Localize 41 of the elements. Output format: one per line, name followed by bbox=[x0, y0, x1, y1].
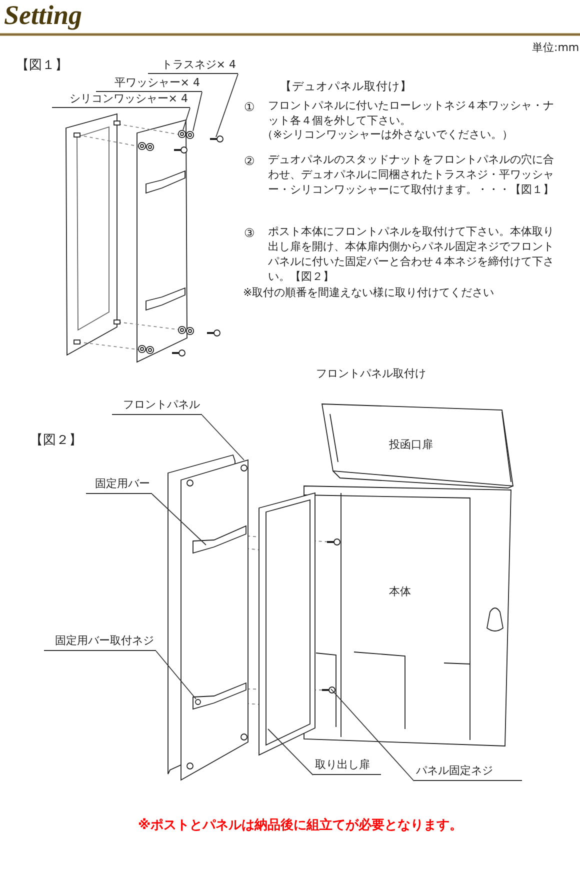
leader-line bbox=[156, 650, 196, 700]
instruction-text: フロントパネル取付け bbox=[316, 367, 426, 382]
washer-drawing bbox=[178, 130, 186, 138]
screw-drawing bbox=[322, 686, 336, 694]
leader-line bbox=[268, 728, 314, 776]
bracket-drawing bbox=[192, 525, 246, 554]
instruction-text: 【図１】 bbox=[16, 57, 68, 75]
leader-line bbox=[330, 688, 414, 782]
panel-drawing bbox=[180, 459, 248, 781]
part-label: シリコンワッシャー× 4 bbox=[52, 92, 190, 108]
instruction-text: ② bbox=[244, 153, 255, 170]
bracket-drawing bbox=[192, 682, 246, 710]
instruction-text: 【図２】 bbox=[30, 432, 82, 450]
instruction-text: ポスト本体にフロントパネルを取付けて下さい。本体取り出し扉を開け、本体扉内側からパネル固定ネジでフロントパネルに付いた固定バーと合わせ４本ネジを締付けて下さい。【図２】 bbox=[268, 225, 555, 284]
leader-line bbox=[216, 74, 238, 138]
leader-line bbox=[202, 414, 244, 460]
washer-drawing bbox=[186, 130, 194, 140]
instruction-text: ③ bbox=[244, 225, 255, 242]
part-label: 固定用バー取付ネジ bbox=[44, 634, 156, 651]
instruction-text: ※取付の順番を間違えない様に取り付けてください bbox=[243, 286, 496, 301]
instruction-text: 本体 bbox=[389, 585, 411, 600]
part-label: 固定用バー bbox=[86, 477, 152, 494]
warning-note: ※ポストとパネルは納品後に組立てが必要となります。 bbox=[138, 817, 463, 835]
instruction-text: 【デュオパネル取付け】 bbox=[280, 79, 412, 95]
instruction-text: デュオパネルのスタッドナットをフロントパネルの穴に合わせ、デュオパネルに同梱されたトラスネジ・平ワッシャー・シリコンワッシャーにて取付けます。・・・【図１】 bbox=[268, 153, 555, 198]
leader-line bbox=[182, 108, 190, 130]
leader-line bbox=[192, 92, 202, 132]
part-label: トラスネジ× 4 bbox=[148, 58, 238, 74]
part-label: 平ワッシャー× 4 bbox=[96, 76, 202, 92]
instruction-text: 投函口扉 bbox=[389, 438, 433, 453]
page-title: Setting bbox=[4, 0, 82, 31]
screw-drawing bbox=[210, 136, 224, 142]
instruction-text: （※シリコンワッシャーは外さないでください。） bbox=[262, 128, 514, 143]
part-label: パネル固定ネジ bbox=[414, 764, 522, 781]
instruction-text: 単位:mm bbox=[532, 41, 580, 56]
instruction-text: ① bbox=[244, 99, 255, 116]
door-drawing bbox=[258, 492, 316, 756]
leader-line bbox=[152, 494, 206, 546]
part-label: フロントパネル bbox=[112, 398, 202, 415]
instruction-text: フロントパネルに付いたローレットネジ４本ワッシャ・ナット各４個を外して下さい。 bbox=[268, 99, 555, 129]
part-label: 取り出し扉 bbox=[313, 758, 381, 775]
